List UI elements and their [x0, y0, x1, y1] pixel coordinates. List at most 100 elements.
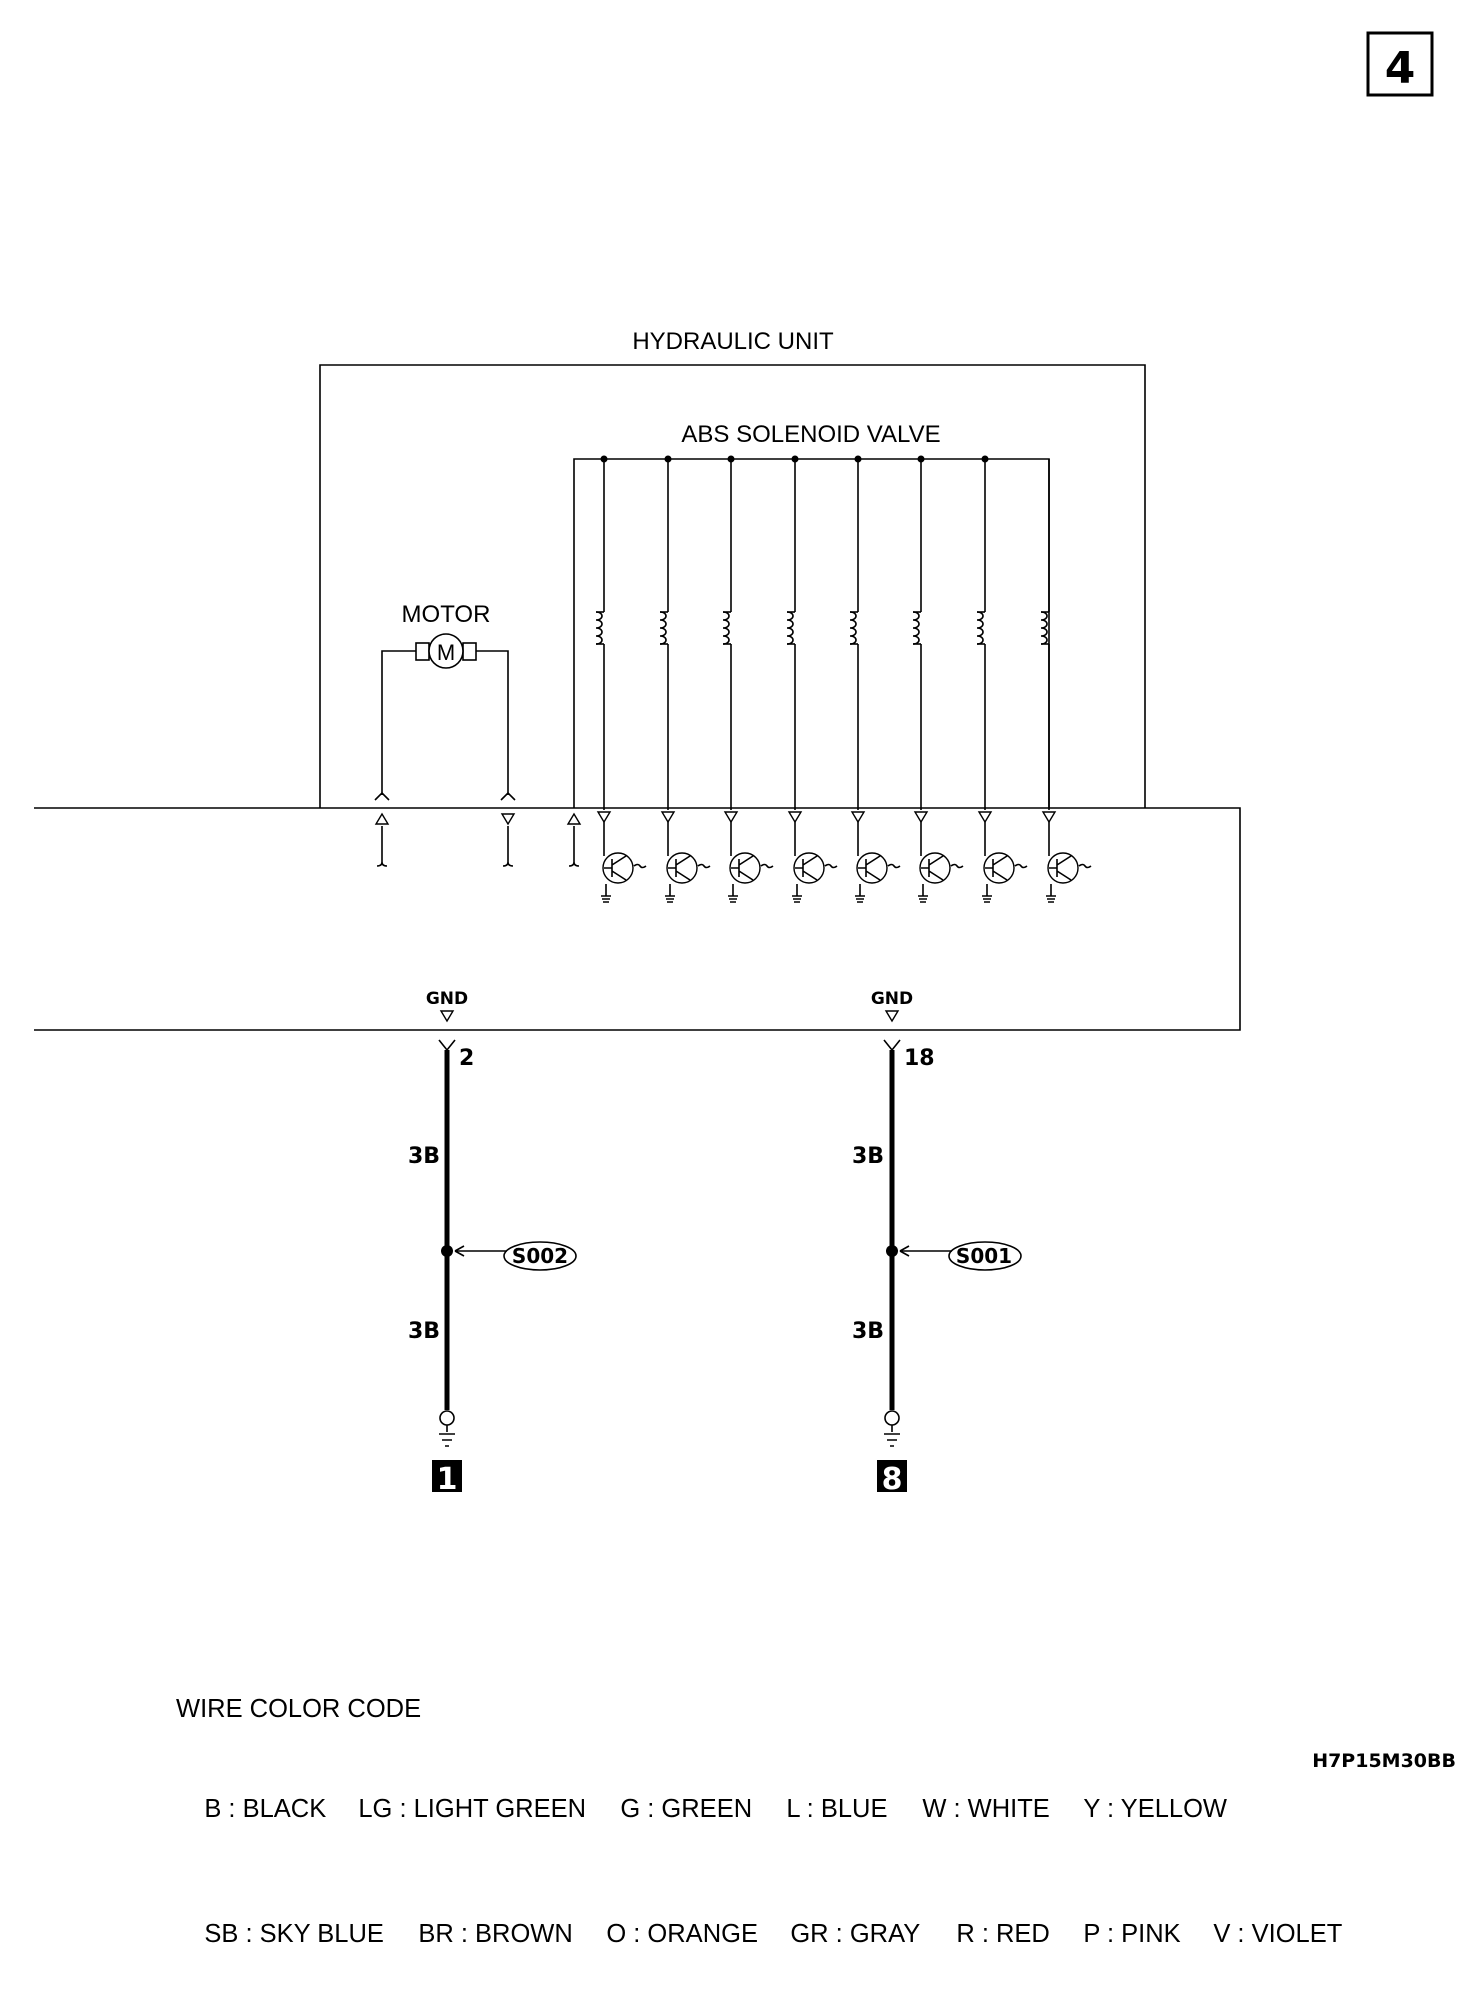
wire-code-lower: 3B: [852, 1319, 884, 1344]
legend-item: G : GREEN: [620, 1795, 753, 1823]
terminal-arrow-icon: [439, 1010, 455, 1023]
terminal-arrow-icon: [596, 811, 612, 824]
legend-item: Y : YELLOW: [1083, 1795, 1227, 1823]
legend-item: L : BLUE: [786, 1795, 888, 1823]
wiring-diagram: 4 HYDRAULIC UNIT ABS SOLENOID VALVE MOTO…: [34, 31, 1456, 1772]
ground-hatch-icon: [601, 884, 611, 903]
connector-icon: [438, 1039, 456, 1052]
solenoid-valve-label: ABS SOLENOID VALVE: [681, 421, 940, 448]
terminal-lead: [376, 826, 388, 867]
legend-title: WIRE COLOR CODE: [176, 1695, 422, 1723]
transistor-icon: [1047, 852, 1079, 884]
solenoid-valve: [1040, 459, 1092, 903]
solenoid-valve: [595, 455, 647, 903]
pin-number: 18: [904, 1046, 935, 1071]
hydraulic-unit-label: HYDRAULIC UNIT: [632, 328, 834, 355]
terminal-arrow-icon: [913, 811, 929, 824]
coil-icon: [976, 611, 984, 645]
terminal-arrow-icon: [977, 811, 993, 824]
base-signal-squiggle: [950, 863, 964, 869]
arrow-head-icon: [899, 1245, 910, 1257]
legend-item: R : RED: [956, 1920, 1050, 1948]
solenoid-valve: [786, 455, 838, 903]
base-signal-squiggle: [824, 863, 838, 869]
transistor-leads: [985, 855, 1008, 881]
ground-hatch-icon: [855, 884, 865, 903]
hydraulic-unit-box: [319, 364, 1146, 808]
solenoid-valve: [976, 455, 1028, 903]
connector-hook-icon: [500, 791, 516, 801]
arrow-head-icon: [454, 1245, 465, 1257]
earth-icon: [884, 1425, 900, 1447]
transistor-leads: [731, 855, 754, 881]
splice-oval: [503, 1241, 577, 1271]
page-number-box: 4: [1366, 31, 1434, 97]
coil-icon: [786, 611, 794, 645]
legend-item: SB : SKY BLUE: [204, 1920, 384, 1948]
ground-hatch-icon: [665, 884, 675, 903]
terminal-arrow-icon: [374, 812, 390, 825]
wire-code-upper: 3B: [852, 1144, 884, 1169]
connector-hook-icon: [374, 791, 390, 801]
earth-icon: [439, 1425, 455, 1447]
terminal-arrow-icon: [566, 812, 582, 825]
solenoid-valve: [912, 455, 964, 903]
ground-hatch-icon: [918, 884, 928, 903]
ground-hatch-icon: [792, 884, 802, 903]
solenoid-valve: [659, 455, 711, 903]
transistor-leads: [795, 855, 818, 881]
ground-circuit-1: GND 2 3B 3B S002 1: [408, 989, 577, 1497]
wire-code-upper: 3B: [408, 1144, 440, 1169]
wire-code-lower: 3B: [408, 1319, 440, 1344]
motor-wire-right: [476, 650, 509, 795]
terminal-arrow-icon: [787, 811, 803, 824]
abs-ecu-box: [34, 807, 1241, 1031]
motor-label: MOTOR: [402, 601, 491, 628]
base-signal-squiggle: [887, 863, 901, 869]
coil-icon: [1040, 611, 1048, 645]
splice-dot: [886, 1245, 898, 1257]
terminal-lead: [568, 826, 580, 867]
base-signal-squiggle: [1078, 863, 1092, 869]
ground-point-badge: [877, 1460, 907, 1492]
transistor-leads: [858, 855, 881, 881]
ground-hatch-icon: [1046, 884, 1056, 903]
transistor-icon: [793, 852, 825, 884]
connector-icon: [883, 1039, 901, 1052]
legend-item: W : WHITE: [922, 1795, 1050, 1823]
transistor-icon: [856, 852, 888, 884]
gnd-label: GND: [426, 989, 468, 1009]
base-signal-squiggle: [633, 863, 647, 869]
coil-icon: [849, 611, 857, 645]
transistor-leads: [921, 855, 944, 881]
splice-dot: [441, 1245, 453, 1257]
figure-code: H7P15M30BB: [1312, 1750, 1456, 1772]
splice-oval: [948, 1241, 1022, 1271]
motor-symbol: M: [437, 640, 455, 665]
splice-label: S002: [512, 1244, 568, 1268]
ground-point-number: 1: [437, 1462, 458, 1497]
base-signal-squiggle: [1014, 863, 1028, 869]
legend-item: GR : GRAY: [790, 1920, 921, 1948]
splice-label: S001: [956, 1244, 1012, 1268]
pin-number: 2: [459, 1046, 474, 1071]
terminal-arrow-icon: [660, 811, 676, 824]
terminal-lead: [502, 826, 514, 867]
legend-item: O : ORANGE: [606, 1920, 758, 1948]
terminal-arrow-icon: [500, 813, 516, 826]
solenoid-valve-group: [595, 455, 1092, 903]
coil-icon: [659, 611, 667, 645]
ground-terminal-icon: [884, 1410, 900, 1426]
ground-circuit-8: GND 18 3B 3B S001 8: [852, 989, 1022, 1497]
coil-icon: [912, 611, 920, 645]
transistor-icon: [919, 852, 951, 884]
motor-terminals: [374, 791, 582, 867]
transistor-leads: [668, 855, 691, 881]
legend-item: P : PINK: [1083, 1920, 1181, 1948]
base-signal-squiggle: [760, 863, 774, 869]
terminal-arrow-icon: [850, 811, 866, 824]
motor-wire-left: [381, 650, 416, 795]
